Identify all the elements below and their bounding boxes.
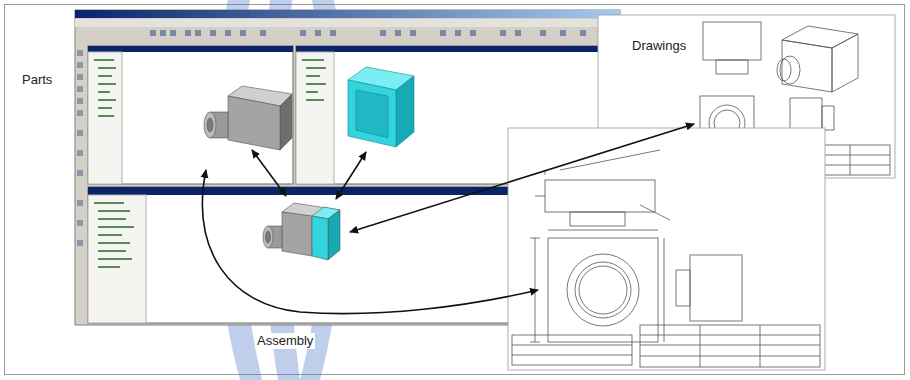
part-model [348,67,414,147]
section-label: Drawings [630,38,688,54]
outer-frame [5,5,905,375]
assembly-model [263,203,340,260]
drawing-sheet [508,128,825,370]
section-label: Parts [20,72,54,88]
section-label: Assembly [255,333,315,349]
link-arrow [202,124,694,314]
part-model [204,86,292,150]
